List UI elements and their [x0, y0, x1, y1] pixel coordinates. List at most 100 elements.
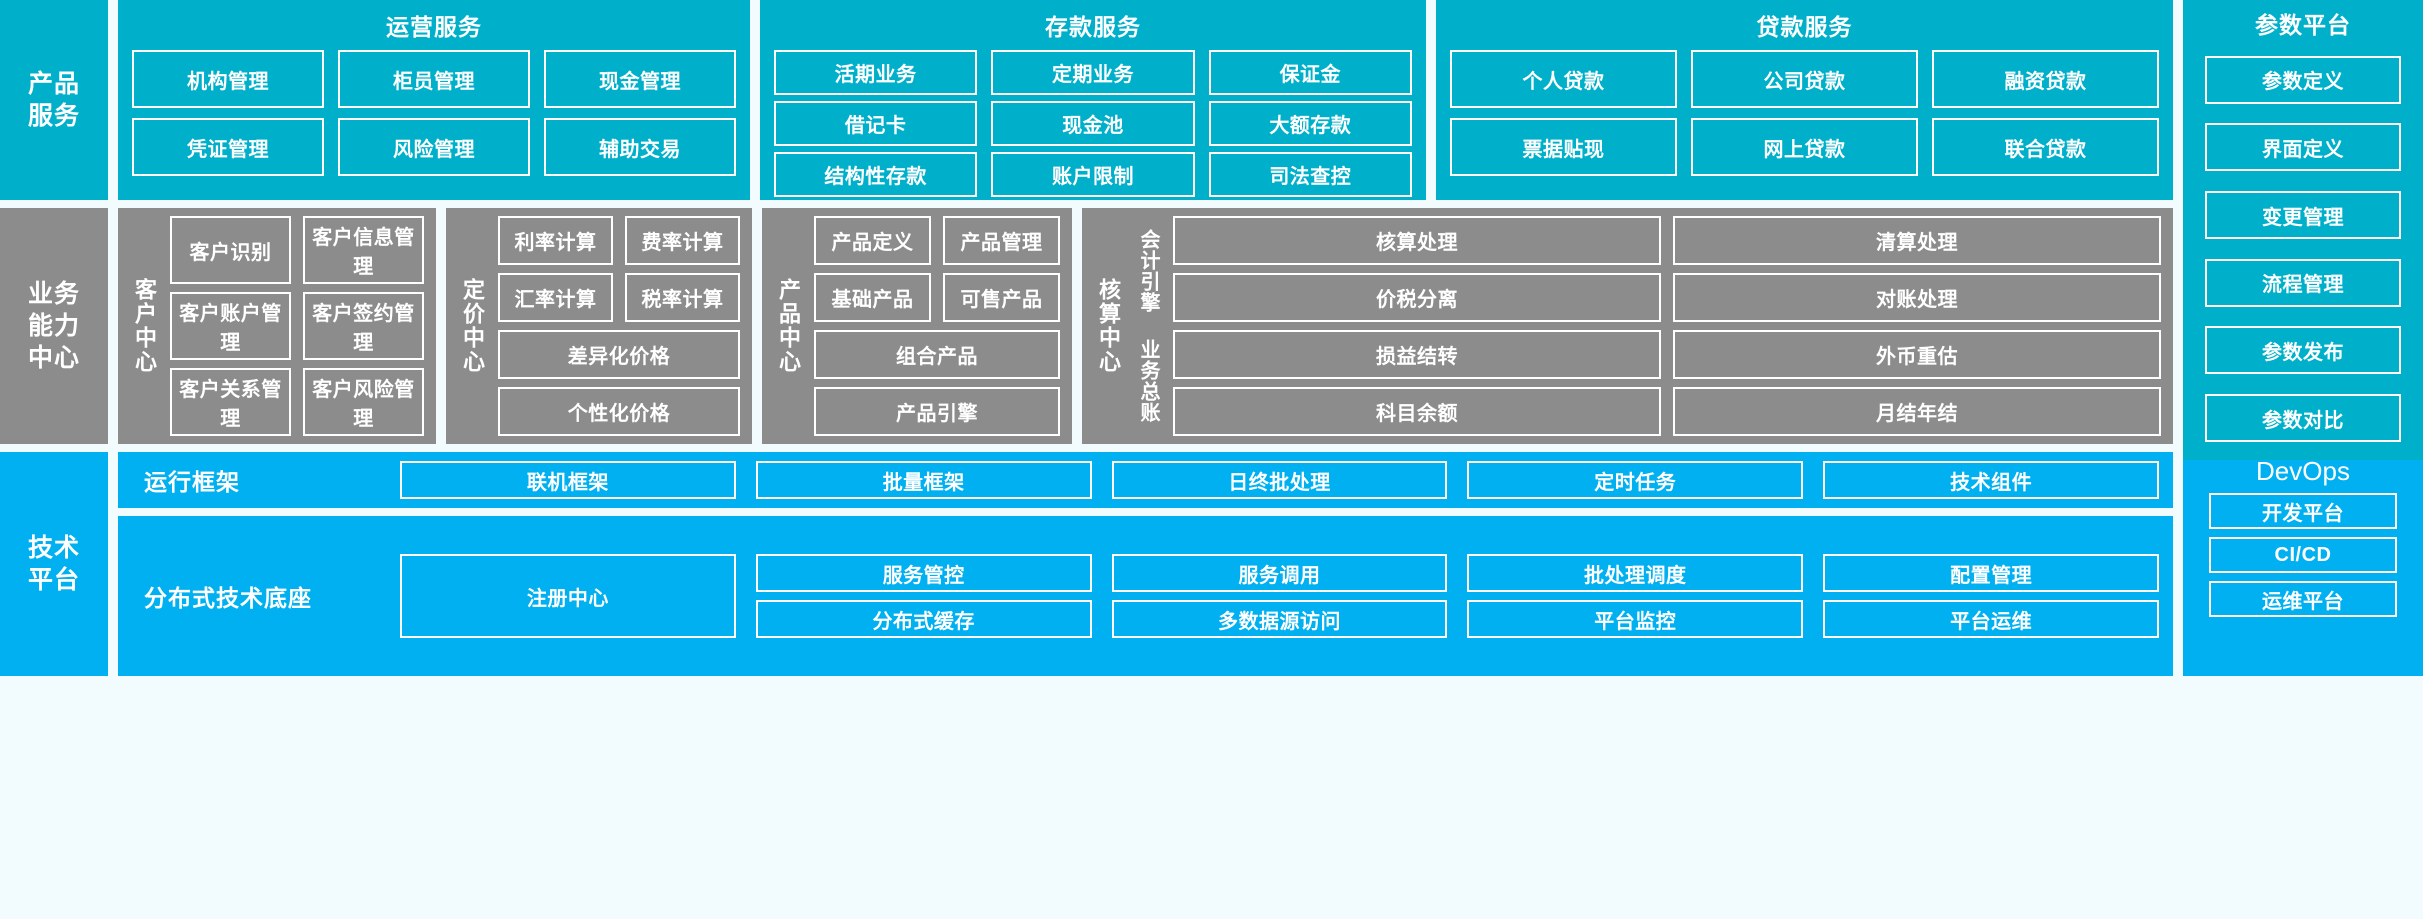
center-product-grid: 产品定义 产品管理 基础产品 可售产品 组合产品 产品引擎 [814, 216, 1060, 436]
center-item-product-management[interactable]: 产品管理 [943, 216, 1060, 265]
center-customer-label: 客户中心 [132, 278, 157, 374]
service-item-cash-management[interactable]: 现金管理 [544, 50, 736, 108]
param-item-change-mgmt[interactable]: 变更管理 [2205, 191, 2401, 240]
technology-row-runtime-framework: 运行框架 联机框架 批量框架 日终批处理 定时任务 技术组件 [118, 452, 2173, 508]
service-item-margin-deposit[interactable]: 保证金 [1208, 50, 1412, 95]
layer-label-business-capability: 业务能力中心 [0, 208, 108, 444]
tech-item-tech-components[interactable]: 技术组件 [1823, 461, 2159, 499]
center-item-personalized-price[interactable]: 个性化价格 [498, 387, 740, 436]
layer-label-technology-platform: 技术平台 [0, 452, 108, 676]
center-item-interest-rate[interactable]: 利率计算 [498, 216, 613, 265]
tech-item-online-framework[interactable]: 联机框架 [400, 461, 736, 499]
service-item-online-loan[interactable]: 网上贷款 [1691, 118, 1918, 176]
tech-item-batch-framework[interactable]: 批量框架 [755, 461, 1092, 499]
service-item-org-management[interactable]: 机构管理 [132, 50, 324, 108]
center-item-accounting-process[interactable]: 核算处理 [1173, 216, 1661, 265]
center-item-price-tax-split[interactable]: 价税分离 [1173, 273, 1661, 322]
layer-label-product-service-text: 产品服务 [27, 70, 80, 130]
center-item-customer-info[interactable]: 客户信息管理 [303, 216, 424, 284]
service-item-cash-pool[interactable]: 现金池 [991, 101, 1195, 146]
tech-item-platform-ops[interactable]: 平台运维 [1823, 600, 2159, 638]
service-item-risk-management[interactable]: 风险管理 [338, 118, 530, 176]
layer-label-product-service: 产品服务 [0, 0, 108, 200]
center-item-customer-relation[interactable]: 客户关系管理 [170, 368, 291, 436]
tech-item-eod-batch[interactable]: 日终批处理 [1111, 461, 1448, 499]
product-service-band: 产品服务 运营服务 机构管理 柜员管理 现金管理 凭证管理 风险管理 辅助交易 … [0, 0, 2423, 460]
center-item-pnl-carryover[interactable]: 损益结转 [1173, 330, 1661, 379]
center-item-month-year-close[interactable]: 月结年结 [1673, 387, 2161, 436]
parameter-platform-panel: 参数平台 参数定义 界面定义 变更管理 流程管理 参数发布 参数对比 [2183, 0, 2423, 460]
service-item-syndicated-loan[interactable]: 联合贷款 [1932, 118, 2159, 176]
service-group-deposit-title: 存款服务 [1045, 14, 1141, 40]
service-item-teller-management[interactable]: 柜员管理 [338, 50, 530, 108]
technology-row-runtime-framework-cells: 联机框架 批量框架 日终批处理 定时任务 技术组件 [400, 461, 2159, 499]
tech-item-scheduled-task[interactable]: 定时任务 [1467, 461, 1804, 499]
center-item-account-balance[interactable]: 科目余额 [1173, 387, 1661, 436]
service-item-demand-deposit[interactable]: 活期业务 [774, 50, 978, 95]
service-group-operations: 运营服务 机构管理 柜员管理 现金管理 凭证管理 风险管理 辅助交易 [118, 0, 750, 200]
service-item-judicial-control[interactable]: 司法查控 [1208, 152, 1412, 197]
service-item-corporate-loan[interactable]: 公司贷款 [1691, 50, 1918, 108]
technology-row-distributed-base-label: 分布式技术底座 [144, 585, 312, 611]
center-item-base-product[interactable]: 基础产品 [814, 273, 931, 322]
service-item-financing-loan[interactable]: 融资贷款 [1932, 50, 2159, 108]
devops-list: 开发平台 CI/CD 运维平台 [2209, 493, 2397, 668]
devops-item-dev-platform[interactable]: 开发平台 [2209, 493, 2397, 529]
technology-stack: 运行框架 联机框架 批量框架 日终批处理 定时任务 技术组件 分布式技术底座 注… [118, 452, 2173, 676]
center-item-product-engine[interactable]: 产品引擎 [814, 387, 1060, 436]
center-item-product-definition[interactable]: 产品定义 [814, 216, 931, 265]
param-item-process-mgmt[interactable]: 流程管理 [2205, 258, 2401, 307]
tech-item-batch-scheduling[interactable]: 批处理调度 [1467, 554, 1804, 592]
param-item-publish[interactable]: 参数发布 [2205, 326, 2401, 375]
center-pricing-label: 定价中心 [460, 278, 485, 374]
param-item-definition[interactable]: 参数定义 [2205, 55, 2401, 104]
service-item-account-restriction[interactable]: 账户限制 [991, 152, 1195, 197]
center-item-customer-risk[interactable]: 客户风险管理 [303, 368, 424, 436]
service-item-large-deposit[interactable]: 大额存款 [1208, 101, 1412, 146]
service-item-personal-loan[interactable]: 个人贷款 [1450, 50, 1677, 108]
center-item-customer-identify[interactable]: 客户识别 [170, 216, 291, 284]
center-item-customer-account[interactable]: 客户账户管理 [170, 292, 291, 360]
parameter-platform-title: 参数平台 [2255, 12, 2351, 38]
tech-item-service-governance[interactable]: 服务管控 [755, 554, 1092, 592]
business-capability-band: 业务能力中心 客户中心 客户识别 客户信息管理 客户账户管理 客户签约管理 客户… [0, 208, 2423, 444]
center-customer-grid: 客户识别 客户信息管理 客户账户管理 客户签约管理 客户关系管理 客户风险管理 [170, 216, 424, 436]
center-item-settlement-process[interactable]: 清算处理 [1673, 216, 2161, 265]
service-item-bill-discount[interactable]: 票据贴现 [1450, 118, 1677, 176]
devops-item-ops-platform[interactable]: 运维平台 [2209, 581, 2397, 617]
param-item-compare[interactable]: 参数对比 [2205, 394, 2401, 443]
center-item-fx-revaluation[interactable]: 外币重估 [1673, 330, 2161, 379]
center-pricing: 定价中心 利率计算 费率计算 汇率计算 税率计算 差异化价格 个性化价格 [446, 208, 752, 444]
tech-item-registry-center[interactable]: 注册中心 [400, 554, 736, 638]
devops-panel: DevOps 开发平台 CI/CD 运维平台 [2183, 452, 2423, 676]
service-group-deposit: 存款服务 活期业务 定期业务 保证金 借记卡 现金池 大额存款 结构性存款 账户… [760, 0, 1426, 200]
technology-platform-band: 技术平台 运行框架 联机框架 批量框架 日终批处理 定时任务 技术组件 分布式技… [0, 452, 2423, 676]
layer-label-technology-platform-text: 技术平台 [27, 534, 80, 594]
center-item-fx-rate[interactable]: 汇率计算 [498, 273, 613, 322]
service-item-structured-deposit[interactable]: 结构性存款 [774, 152, 978, 197]
center-item-tax-rate[interactable]: 税率计算 [625, 273, 740, 322]
tech-item-multi-datasource[interactable]: 多数据源访问 [1111, 600, 1448, 638]
tech-item-config-management[interactable]: 配置管理 [1823, 554, 2159, 592]
center-item-customer-contract[interactable]: 客户签约管理 [303, 292, 424, 360]
center-item-differentiated-price[interactable]: 差异化价格 [498, 330, 740, 379]
param-item-ui-definition[interactable]: 界面定义 [2205, 123, 2401, 172]
service-group-loan: 贷款服务 个人贷款 公司贷款 融资贷款 票据贴现 网上贷款 联合贷款 [1436, 0, 2173, 200]
service-group-deposit-grid: 活期业务 定期业务 保证金 借记卡 现金池 大额存款 结构性存款 账户限制 司法… [774, 50, 1412, 197]
center-accounting: 核算中心 会计引擎 业务总账 核算处理 清算处理 价税分离 对账处理 损益结转 … [1082, 208, 2173, 444]
center-item-bundle-product[interactable]: 组合产品 [814, 330, 1060, 379]
devops-item-cicd[interactable]: CI/CD [2209, 537, 2397, 573]
technology-row-distributed-base: 分布式技术底座 注册中心 服务管控 服务调用 批处理调度 配置管理 分布式缓存 … [118, 516, 2173, 676]
tech-item-platform-monitor[interactable]: 平台监控 [1467, 600, 1804, 638]
center-pricing-grid: 利率计算 费率计算 汇率计算 税率计算 差异化价格 个性化价格 [498, 216, 740, 436]
service-item-time-deposit[interactable]: 定期业务 [991, 50, 1195, 95]
center-item-fee-rate[interactable]: 费率计算 [625, 216, 740, 265]
service-item-voucher-management[interactable]: 凭证管理 [132, 118, 324, 176]
tech-item-distributed-cache[interactable]: 分布式缓存 [755, 600, 1092, 638]
tech-item-service-invocation[interactable]: 服务调用 [1111, 554, 1448, 592]
center-item-sellable-product[interactable]: 可售产品 [943, 273, 1060, 322]
service-item-auxiliary-trade[interactable]: 辅助交易 [544, 118, 736, 176]
service-item-debit-card[interactable]: 借记卡 [774, 101, 978, 146]
devops-title: DevOps [2256, 456, 2350, 486]
center-item-reconciliation[interactable]: 对账处理 [1673, 273, 2161, 322]
